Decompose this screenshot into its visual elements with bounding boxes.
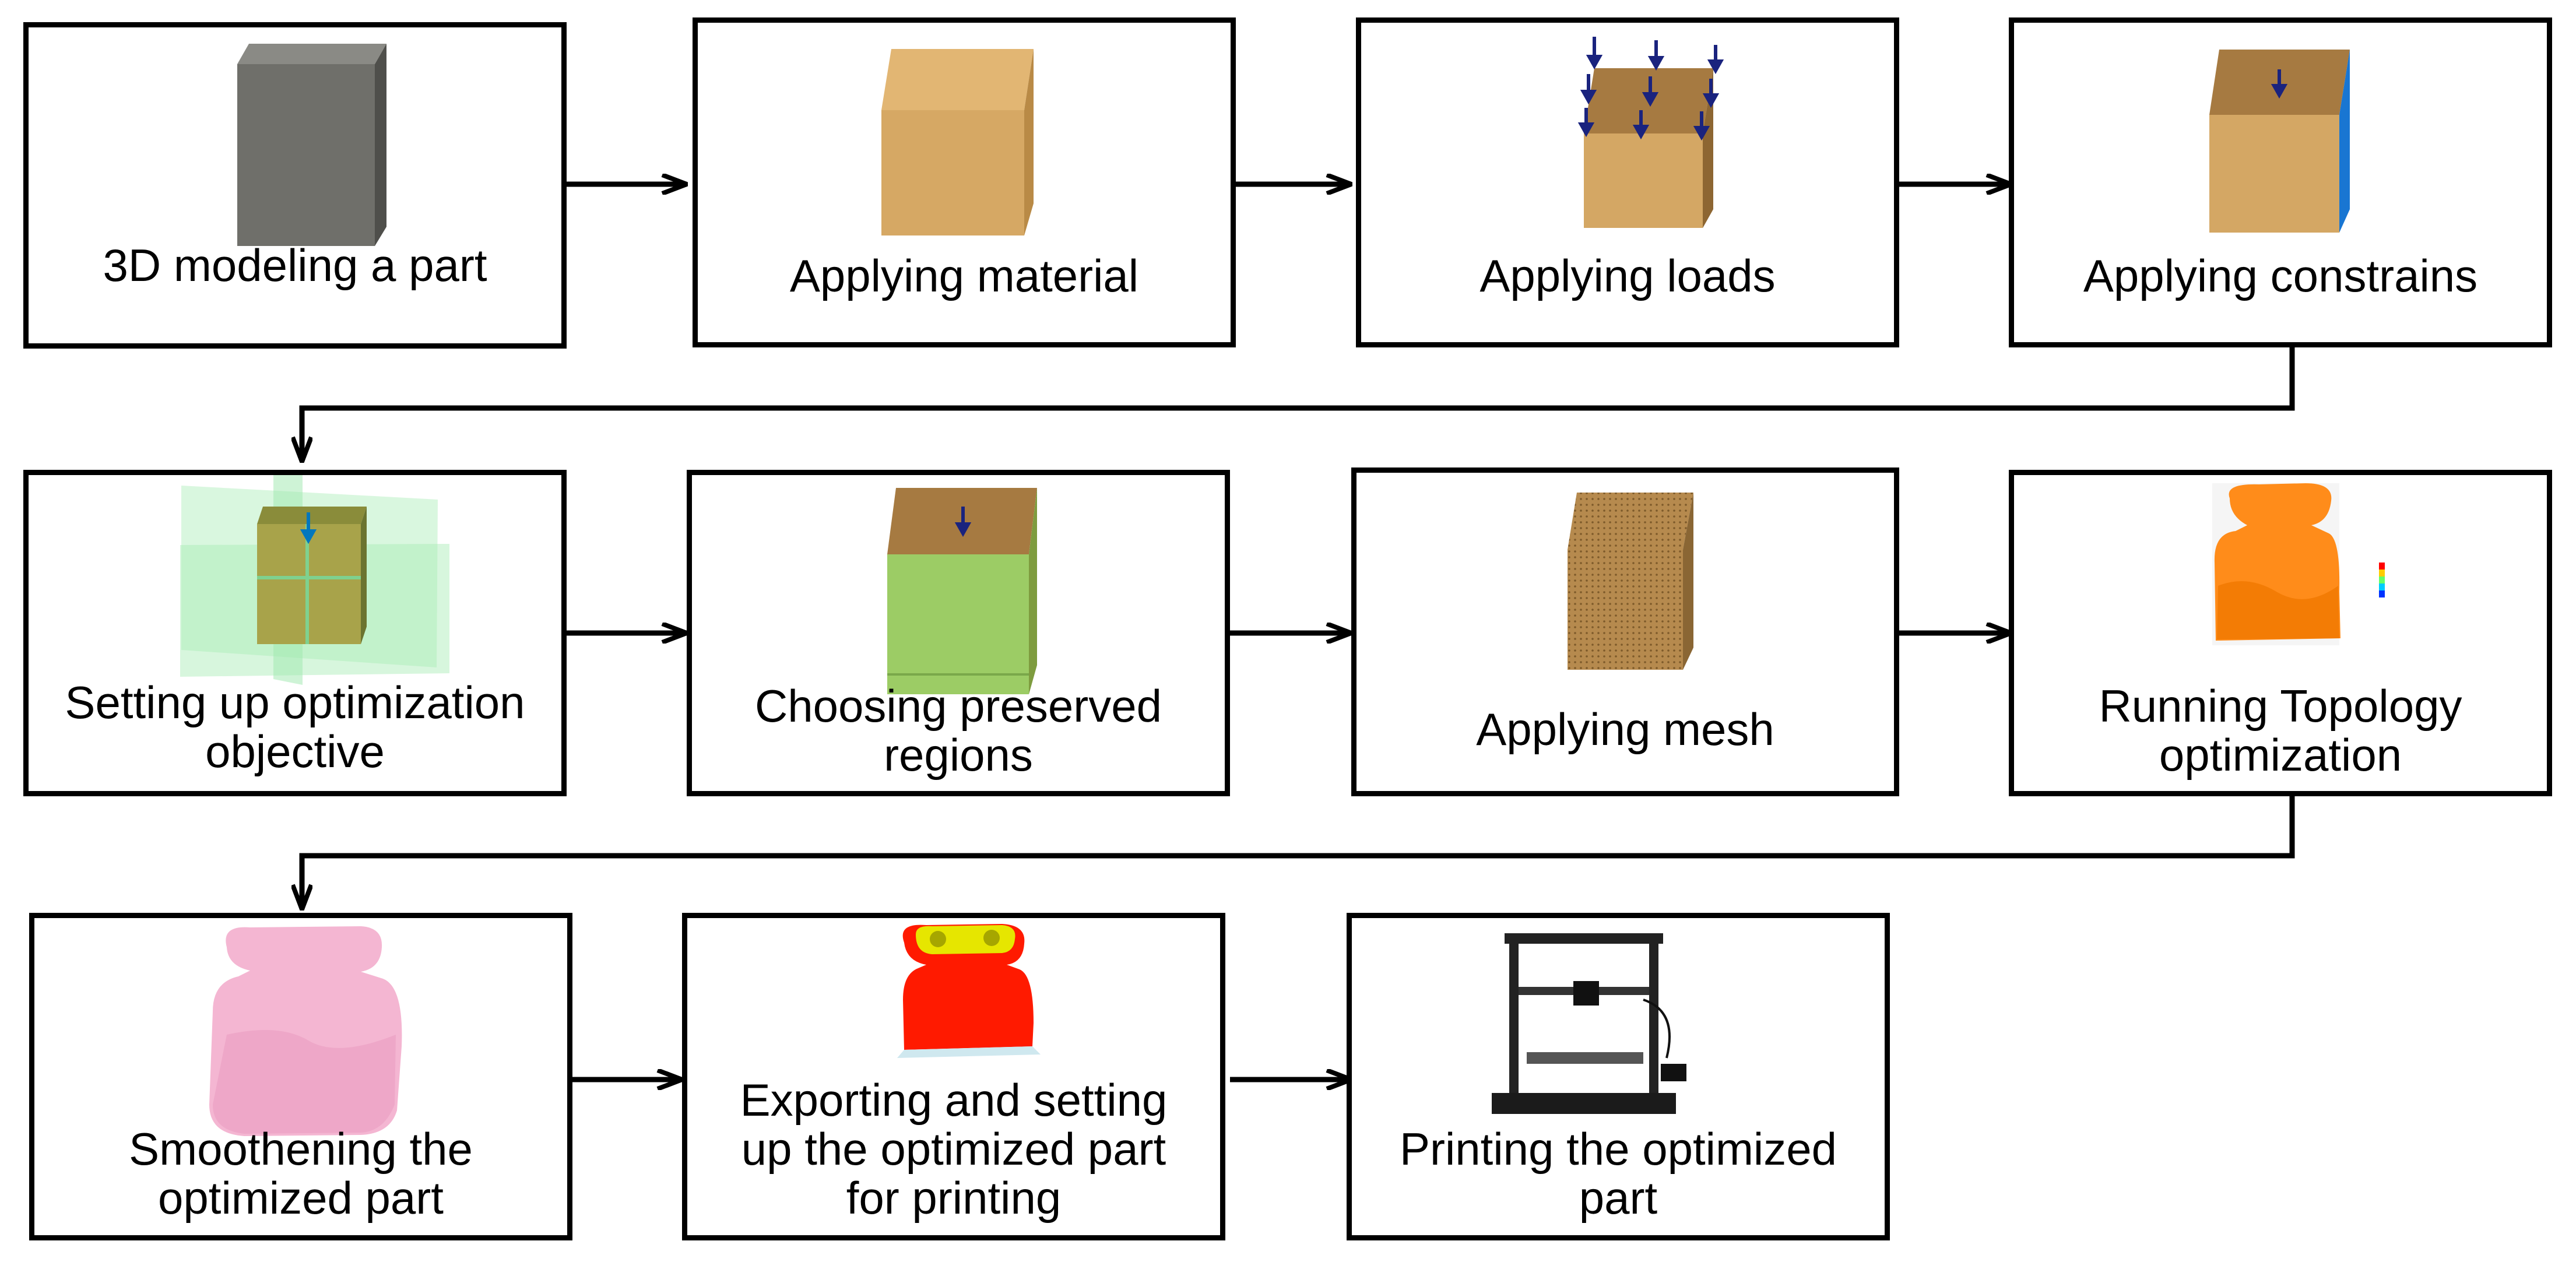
topology-result-icon: [2212, 483, 2385, 645]
step-label: Smoothening the optimized part: [129, 1123, 473, 1224]
load-arrows: [1577, 37, 1724, 141]
step-topology-optimization: Running Topology optimization: [2009, 470, 2552, 796]
step-label: Printing the optimized part: [1399, 1123, 1837, 1224]
arrow-row2-to-row3: [302, 794, 2295, 909]
step-label: Setting up optimization objective: [65, 677, 525, 777]
step-label: 3D modeling a part: [103, 240, 487, 291]
step-label: Choosing preserved regions: [754, 680, 1162, 781]
load-arrow: [2271, 69, 2288, 99]
step-label: Applying constrains: [2083, 250, 2478, 301]
slicer-part-icon: [897, 924, 1041, 1058]
step-label: Applying material: [789, 250, 1139, 301]
preserved-region-cube-icon: [887, 488, 1037, 694]
constrained-cube-icon: [2209, 50, 2350, 233]
load-arrow: [954, 507, 972, 537]
step-label: Running Topology optimization: [2099, 680, 2462, 781]
load-arrow: [300, 512, 317, 544]
step-preserved-regions: Choosing preserved regions: [687, 470, 1230, 796]
smoothed-part-icon: [209, 926, 402, 1136]
step-exporting: Exporting and setting up the optimized p…: [682, 913, 1225, 1240]
gray-cube-icon: [237, 44, 386, 246]
step-label: Exporting and setting up the optimized p…: [740, 1074, 1168, 1224]
step-applying-mesh: Applying mesh: [1351, 467, 1899, 796]
step-printing: Printing the optimized part: [1347, 913, 1890, 1240]
symmetry-planes-cube-icon: [180, 475, 449, 685]
3d-printer-icon: [1492, 933, 1686, 1114]
step-label: Applying mesh: [1476, 704, 1774, 755]
step-3d-modeling: 3D modeling a part: [23, 22, 567, 349]
step-applying-constrains: Applying constrains: [2009, 17, 2552, 347]
tan-cube-icon: [881, 49, 1034, 235]
loaded-cube-icon: [1577, 37, 1724, 228]
color-legend: [2379, 563, 2385, 597]
step-applying-material: Applying material: [693, 17, 1236, 347]
step-optimization-objective: Setting up optimization objective: [23, 470, 567, 796]
step-label: Applying loads: [1479, 250, 1776, 301]
step-applying-loads: Applying loads: [1356, 17, 1899, 347]
meshed-cube-icon: [1568, 493, 1693, 670]
arrow-row1-to-row2: [302, 346, 2295, 462]
step-smoothening: Smoothening the optimized part: [29, 913, 572, 1240]
